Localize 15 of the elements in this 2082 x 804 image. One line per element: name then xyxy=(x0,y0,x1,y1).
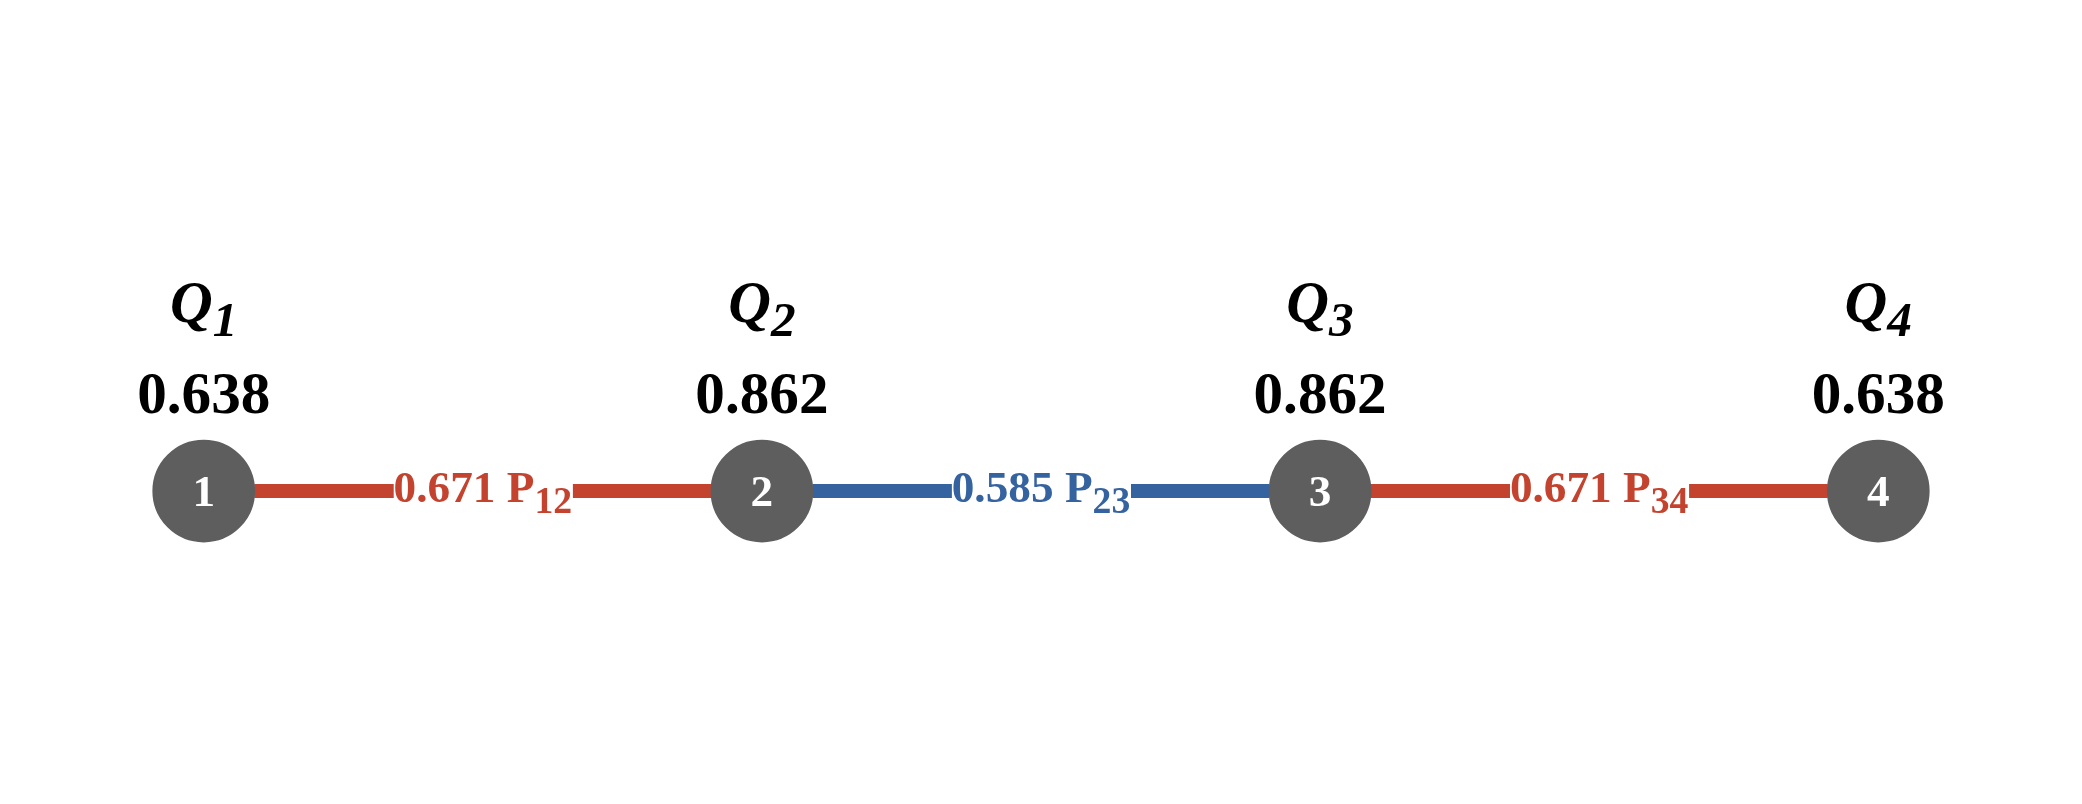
node-circle: 2 xyxy=(710,439,814,543)
node-annotation: Q$_{2}$ xyxy=(728,268,796,348)
node-circle: 4 xyxy=(1826,439,1930,543)
node-annotation: 0.862 xyxy=(695,358,829,427)
edge-label: 0.671 P$_{34}$ xyxy=(1509,461,1689,522)
node-circle: 3 xyxy=(1268,439,1372,543)
node-annotation: 0.638 xyxy=(1811,358,1945,427)
edge-label: 0.585 P$_{23}$ xyxy=(951,461,1131,522)
edge-label: 0.671 P$_{12}$ xyxy=(393,461,573,522)
node-annotation: 0.862 xyxy=(1253,358,1387,427)
node-annotation: Q$_{4}$ xyxy=(1844,268,1912,348)
node-annotation: Q$_{3}$ xyxy=(1286,268,1354,348)
node-annotation: Q$_{1}$ xyxy=(170,268,238,348)
node-circle: 1 xyxy=(152,439,256,543)
node-annotation: 0.638 xyxy=(137,358,271,427)
